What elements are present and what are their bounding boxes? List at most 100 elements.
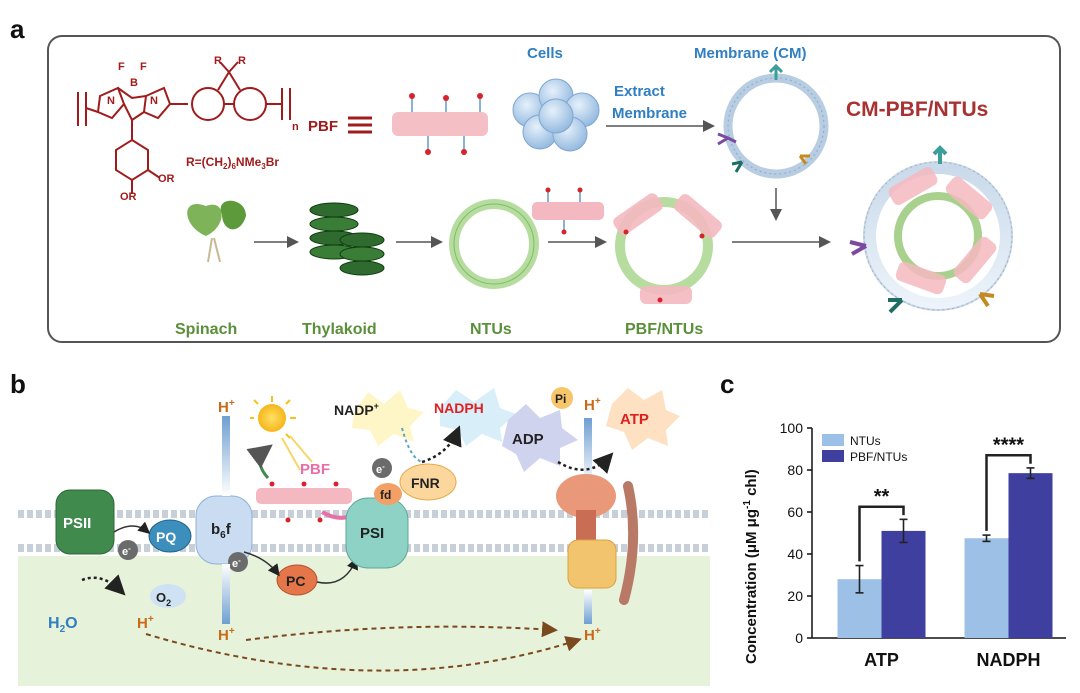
proton-channel-up — [222, 416, 230, 496]
thylakoid-icon — [309, 202, 385, 276]
process-step-labels: Spinach Thylakoid NTUs PBF/NTUs — [175, 321, 703, 338]
nadp-label: NADP+ — [334, 401, 379, 418]
polymer-n-right: N — [150, 95, 158, 107]
equivalence-icon — [348, 116, 372, 134]
adp-burst — [502, 404, 578, 472]
fd-label: fd — [380, 488, 391, 502]
pq-label: PQ — [156, 529, 176, 545]
oxygen-bubble — [150, 584, 186, 608]
polymer-or1: OR — [158, 173, 175, 185]
pi-bubble — [551, 387, 573, 409]
pi-label: Pi — [555, 392, 566, 406]
y-tick-label: 20 — [787, 588, 803, 604]
atp-burst — [606, 388, 680, 450]
electron-b6f-label: e- — [232, 556, 241, 570]
sun-icon — [258, 404, 286, 432]
oxygen-label: O2 — [156, 590, 171, 608]
spinach-icon — [187, 200, 246, 263]
cells-cluster-icon — [512, 78, 600, 152]
pc-carrier — [276, 564, 318, 596]
membrane-vesicle-icon — [717, 63, 829, 179]
y-tick-label: 0 — [795, 630, 803, 646]
significance-bracket — [985, 454, 1032, 531]
nadp-burst — [352, 390, 424, 446]
cm-pbf-ntus-icon — [849, 145, 1013, 314]
y-axis-label: Concentration (μM μg-1 chl) — [742, 469, 760, 664]
polymer-n-left: N — [107, 95, 115, 107]
electron-psi-label: e- — [376, 462, 385, 476]
y-tick-label: 100 — [780, 420, 804, 436]
nadph-dotted-arrow — [421, 425, 462, 464]
x-category-label: NADPH — [976, 650, 1040, 670]
pbf-layer — [256, 488, 352, 504]
polymer-r2: R — [238, 55, 246, 67]
nadp-dotted — [401, 427, 423, 463]
pc-label: PC — [286, 573, 305, 589]
panel-c: c Concentration (μM μg-1 chl) 0204060801… — [720, 369, 1066, 670]
step-pbf-ntus: PBF/NTUs — [625, 321, 703, 338]
nadph-label: NADPH — [434, 400, 484, 416]
psii-label: PSII — [63, 515, 91, 532]
adp-label: ADP — [512, 431, 544, 448]
bar-pbf-ntus-atp — [881, 530, 926, 638]
ntus-icon — [449, 199, 539, 289]
proton-channel-down — [222, 564, 230, 624]
bar-ntus-nadph — [964, 538, 1009, 638]
pbf-over-arrow-icon — [532, 187, 604, 235]
panel-c-letter: c — [720, 369, 734, 399]
legend-swatch — [822, 434, 844, 446]
panel-a-letter: a — [10, 14, 25, 44]
pbf-pendants — [269, 481, 339, 523]
sun-rays — [250, 396, 313, 471]
polymer-n-subscript: n — [292, 121, 299, 133]
step-ntus: NTUs — [470, 321, 512, 338]
panel-a-frame — [47, 35, 1061, 343]
proton-top-b6f: H+ — [218, 398, 235, 416]
pbf-nanoparticle-icon — [392, 93, 488, 155]
extract-label-2: Membrane — [612, 105, 687, 122]
psi-label: PSI — [360, 525, 384, 542]
arrow-pc-psi — [316, 557, 358, 584]
atp-synthase — [556, 418, 639, 624]
proton-gradient-arrow-2 — [145, 633, 582, 672]
step-thylakoid: Thylakoid — [302, 321, 377, 338]
polymer-structure — [77, 61, 291, 194]
significance-bracket — [858, 505, 905, 562]
electron-psi — [372, 458, 392, 478]
fnr-enzyme — [399, 463, 457, 501]
electron-psii-label: e- — [122, 544, 131, 558]
panel-b-letter: b — [10, 369, 26, 399]
fnr-label: FNR — [411, 475, 440, 491]
pbf-label-b: PBF — [300, 461, 330, 478]
legend-label: PBF/NTUs — [850, 450, 907, 464]
fd-carrier — [374, 483, 402, 505]
polymer-r1: R — [214, 55, 222, 67]
x-category-label: ATP — [864, 650, 899, 670]
proton-bottom-b6f: H+ — [218, 626, 235, 644]
bar-pbf-ntus-nadph — [1008, 473, 1053, 638]
proton-gradient-arrow-1 — [245, 621, 558, 641]
polymer-labels: N N B F F R R n OR OR — [107, 55, 299, 203]
atp-label: ATP — [620, 411, 649, 428]
water-split-arrow — [81, 574, 126, 596]
significance-stars: **** — [993, 434, 1024, 456]
water-label: H2O — [48, 615, 78, 635]
electron-b6f — [228, 552, 248, 572]
legend-label: NTUs — [850, 434, 881, 448]
polymer-f2: F — [140, 61, 147, 73]
energy-arrow-green — [246, 444, 273, 479]
proton-top-atp: H+ — [584, 396, 601, 414]
proton-psii: H+ — [137, 614, 154, 632]
legend-swatch — [822, 450, 844, 462]
y-tick-label: 80 — [787, 462, 803, 478]
panel-a: a N N B F F R — [10, 14, 1061, 343]
extract-label-1: Extract — [614, 83, 665, 100]
product-label: CM-PBF/NTUs — [846, 98, 988, 121]
proton-bottom-atp: H+ — [584, 626, 601, 644]
panel-b: b PSII e- PQ b6f e- H+ H+ PC — [10, 369, 710, 686]
arrow-psii-pq — [113, 521, 151, 534]
psii-complex — [55, 489, 115, 555]
significance-stars: ** — [874, 486, 890, 508]
polymer-f1: F — [118, 61, 125, 73]
